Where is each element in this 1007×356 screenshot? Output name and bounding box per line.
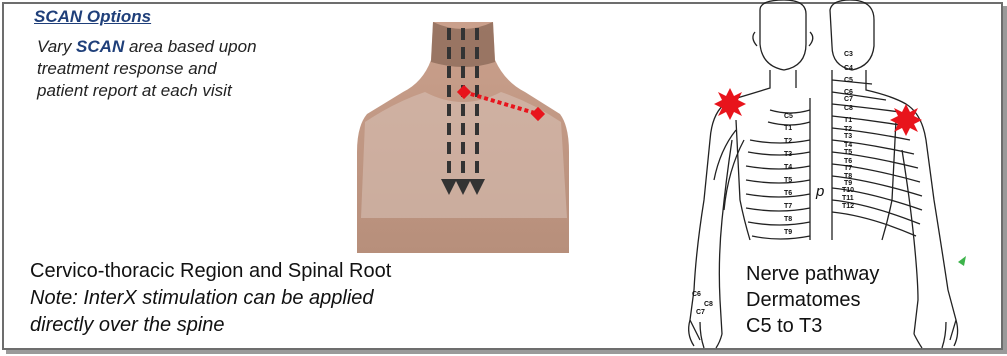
level-left-2: T2 bbox=[784, 138, 792, 145]
level-right-12: T7 bbox=[844, 165, 852, 172]
level-right-17: T12 bbox=[842, 203, 854, 210]
level-right-8: T3 bbox=[844, 133, 852, 140]
back-illustration bbox=[355, 22, 571, 253]
level-right-6: T1 bbox=[844, 117, 852, 124]
level-left-5: T5 bbox=[784, 177, 792, 184]
level-right-14: T9 bbox=[844, 180, 852, 187]
nerve-line-3: C5 to T3 bbox=[746, 313, 879, 339]
level-right-13: T8 bbox=[844, 173, 852, 180]
nerve-caption: Nerve pathway Dermatomes C5 to T3 bbox=[746, 261, 879, 339]
scan-options-heading: SCAN Options bbox=[34, 7, 151, 27]
level-right-10: T5 bbox=[844, 149, 852, 156]
level-right-4: C7 bbox=[844, 96, 853, 103]
level-left-9: T9 bbox=[784, 229, 792, 236]
hand-level-0: C6 bbox=[692, 291, 701, 298]
level-right-7: T2 bbox=[844, 126, 852, 133]
level-right-16: T11 bbox=[842, 195, 854, 202]
note-line-2: directly over the spine bbox=[30, 312, 391, 339]
level-left-6: T6 bbox=[784, 190, 792, 197]
scan-description: Vary SCAN area based upon treatment resp… bbox=[37, 36, 267, 102]
desc-keyword: SCAN bbox=[76, 37, 124, 56]
level-right-11: T6 bbox=[844, 158, 852, 165]
level-left-3: T3 bbox=[784, 151, 792, 158]
level-right-0: C3 bbox=[844, 51, 853, 58]
level-left-0: C5 bbox=[784, 113, 793, 120]
level-left-1: T1 bbox=[784, 125, 792, 132]
caption-block: Cervico-thoracic Region and Spinal Root … bbox=[30, 258, 391, 339]
level-right-1: C4 bbox=[844, 65, 853, 72]
level-right-3: C6 bbox=[844, 89, 853, 96]
desc-text-1: Vary bbox=[37, 37, 76, 56]
level-right-15: T10 bbox=[842, 187, 854, 194]
level-left-4: T4 bbox=[784, 164, 792, 171]
region-caption: Cervico-thoracic Region and Spinal Root bbox=[30, 258, 391, 285]
note-line-1: Note: InterX stimulation can be applied bbox=[30, 285, 391, 312]
level-right-5: C8 bbox=[844, 105, 853, 112]
level-right-2: C5 bbox=[844, 77, 853, 84]
hand-level-1: C8 bbox=[704, 301, 713, 308]
hand-level-2: C7 bbox=[696, 309, 705, 316]
nerve-line-2: Dermatomes bbox=[746, 287, 879, 313]
level-left-7: T7 bbox=[784, 203, 792, 210]
label-p: p bbox=[815, 183, 824, 200]
level-right-9: T4 bbox=[844, 142, 852, 149]
nerve-line-1: Nerve pathway bbox=[746, 261, 879, 287]
level-left-8: T8 bbox=[784, 216, 792, 223]
